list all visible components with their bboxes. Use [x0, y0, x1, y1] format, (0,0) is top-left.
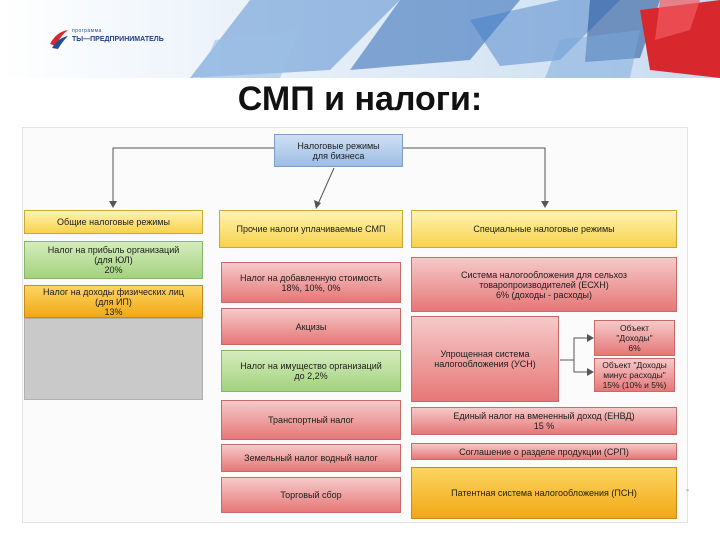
usn-option-income-label: Объект "Доходы" 6%	[616, 323, 653, 353]
usn-option-income-minus-expenses: Объект "Доходы минус расходы" 15% (10% и…	[594, 358, 675, 392]
col3-item-srp-label: Соглашение о разделе продукции (СРП)	[459, 446, 629, 457]
col3-item-eskhn: Система налогообложения для сельхоз това…	[411, 257, 677, 312]
col2-item-land-water-tax: Земельный налог водный налог	[221, 444, 401, 472]
connector-usn-income	[560, 337, 590, 361]
col2-header: Прочие налоги уплачиваемые СМП	[219, 210, 403, 248]
col2-item-excise: Акцизы	[221, 308, 401, 345]
col1-item-profit-tax-label: Налог на прибыль организаций (для ЮЛ) 20…	[47, 245, 180, 275]
logo-mark-icon	[50, 30, 68, 49]
usn-option-income: Объект "Доходы" 6%	[594, 320, 675, 356]
col2-item-property-tax: Налог на имущество организаций до 2,2%	[221, 350, 401, 392]
program-logo: программа ТЫ—ПРЕДПРИНИМАТЕЛЬ	[48, 28, 168, 54]
root-node-label: Налоговые режимы для бизнеса	[297, 140, 380, 161]
col2-item-trade-fee: Торговый сбор	[221, 477, 401, 513]
header-band: программа ТЫ—ПРЕДПРИНИМАТЕЛЬ	[0, 0, 720, 78]
col3-item-usn-label: Упрощенная система налогообложения (УСН)	[434, 349, 536, 369]
slide-mark: -	[686, 485, 690, 496]
connector-root-col1	[112, 147, 274, 204]
col3-item-envd-label: Единый налог на вмененный доход (ЕНВД) 1…	[453, 411, 635, 431]
col1-item-income-tax: Налог на доходы физических лиц (для ИП) …	[24, 285, 203, 318]
connector-root-col2	[317, 167, 335, 205]
logo-main-text: ТЫ—ПРЕДПРИНИМАТЕЛЬ	[72, 36, 164, 43]
usn-option-income-minus-expenses-label: Объект "Доходы минус расходы" 15% (10% и…	[602, 360, 667, 390]
col3-item-eskhn-label: Система налогообложения для сельхоз това…	[460, 269, 628, 300]
col3-item-envd: Единый налог на вмененный доход (ЕНВД) 1…	[411, 407, 677, 435]
col2-item-vat-label: Налог на добавленную стоимость 18%, 10%,…	[240, 272, 382, 293]
col2-item-transport-tax: Транспортный налог	[221, 400, 401, 440]
col3-item-srp: Соглашение о разделе продукции (СРП)	[411, 443, 677, 460]
col2-item-excise-label: Акцизы	[295, 321, 327, 332]
col1-item-profit-tax: Налог на прибыль организаций (для ЮЛ) 20…	[24, 241, 203, 279]
connector-root-col3	[403, 147, 546, 204]
col2-header-label: Прочие налоги уплачиваемые СМП	[236, 224, 386, 234]
col3-item-psn: Патентная система налогообложения (ПСН)	[411, 467, 677, 519]
header-decoration	[0, 0, 720, 78]
col3-header-label: Специальные налоговые режимы	[473, 224, 615, 234]
col3-item-psn-label: Патентная система налогообложения (ПСН)	[451, 488, 637, 498]
col3-header: Специальные налоговые режимы	[411, 210, 677, 248]
connector-usn-expenses	[573, 360, 590, 373]
col1-header-label: Общие налоговые режимы	[57, 217, 170, 227]
col2-item-trade-fee-label: Торговый сбор	[280, 490, 342, 500]
col2-item-vat: Налог на добавленную стоимость 18%, 10%,…	[221, 262, 401, 303]
logo-small-text: программа	[72, 28, 102, 34]
col1-item-income-tax-label: Налог на доходы физических лиц (для ИП) …	[43, 286, 184, 317]
col2-item-transport-tax-label: Транспортный налог	[268, 415, 354, 425]
col1-header: Общие налоговые режимы	[24, 210, 203, 234]
col2-item-land-water-tax-label: Земельный налог водный налог	[244, 453, 378, 463]
root-node: Налоговые режимы для бизнеса	[274, 134, 403, 167]
col2-item-property-tax-label: Налог на имущество организаций до 2,2%	[240, 361, 382, 381]
col3-item-usn: Упрощенная система налогообложения (УСН)	[411, 316, 559, 402]
col1-filler	[24, 318, 203, 400]
page-title: СМП и налоги:	[237, 80, 483, 118]
